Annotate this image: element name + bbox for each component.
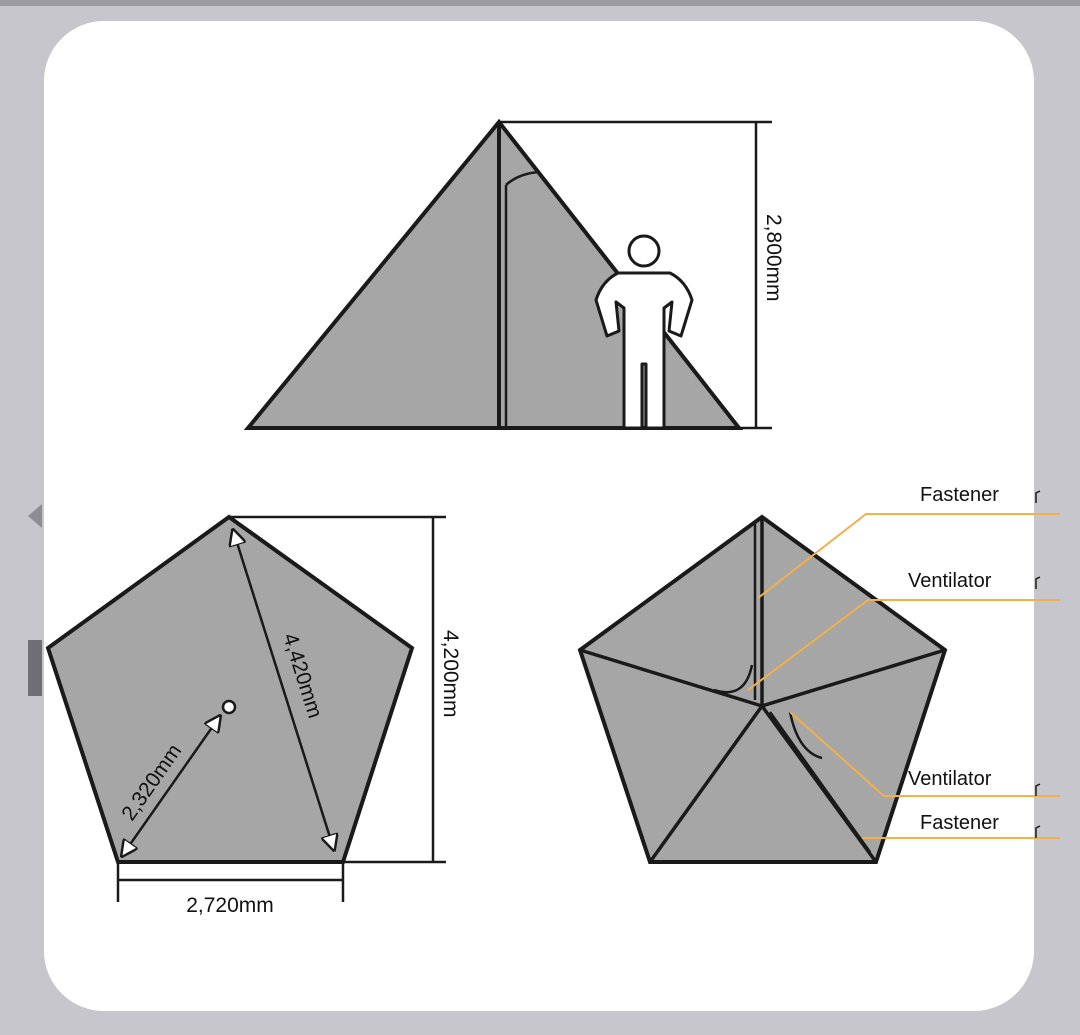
center-point bbox=[221, 699, 237, 715]
callout-line-ventilator-top bbox=[747, 599, 1060, 691]
callout-ventilator-bottom: Ventilator bbox=[908, 768, 992, 790]
callout-ventilator-top: Ventilator bbox=[908, 570, 992, 592]
callout-fastener-bottom: Fastener bbox=[920, 812, 999, 834]
radius-dimension-line bbox=[122, 716, 220, 856]
top-view: Fastener Ventilator Ventilator Fastener bbox=[577, 484, 1060, 864]
callout-line-ventilator-bottom bbox=[789, 711, 1060, 797]
side-view: 2,800mm bbox=[243, 118, 785, 430]
callout-line-fastener-top bbox=[757, 513, 1060, 599]
floor-plan: 4,200mm 2,720mm 4,420mm 2,320mm bbox=[45, 514, 462, 917]
height-label: 2,800mm bbox=[762, 214, 785, 302]
person-icon bbox=[594, 234, 694, 430]
window-top-bar bbox=[0, 0, 1080, 6]
depth-label: 4,200mm bbox=[439, 630, 462, 718]
side-label: 2,720mm bbox=[186, 894, 274, 917]
floor-plan-pentagon bbox=[45, 514, 415, 864]
backdrop-strip bbox=[28, 640, 42, 696]
diagonal-dimension-line bbox=[233, 530, 334, 850]
back-chevron-icon bbox=[28, 504, 42, 528]
callout-fastener-top: Fastener bbox=[920, 484, 999, 506]
